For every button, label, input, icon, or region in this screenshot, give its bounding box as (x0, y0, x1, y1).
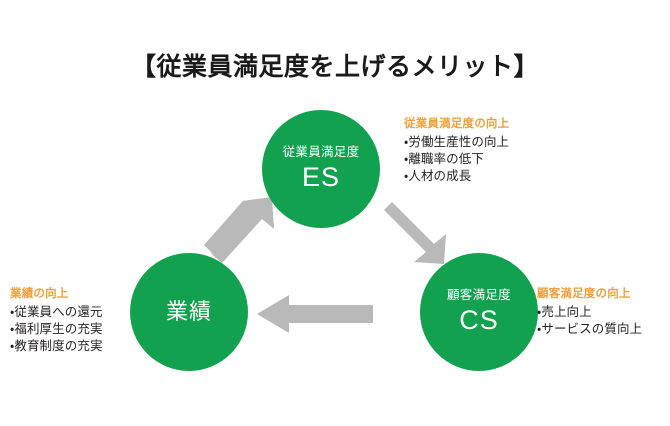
callout-es-item-1: ・離職率の低下 (404, 152, 484, 167)
page-title: 【従業員満足度を上げるメリット】 (130, 53, 539, 81)
callout-gyoseki-heading: 業績の向上 (10, 288, 69, 300)
node-employee-satisfaction[interactable]: 従業員満足度 ES (262, 110, 380, 228)
callout-employee-satisfaction: 従業員満足度の向上 ・労働生産性の向上 ・離職率の低下 ・人材の成長 (404, 117, 509, 186)
callout-gyoseki-item-1: ・福利厚生の充実 (10, 322, 103, 337)
arrow-down-right-icon (372, 198, 452, 268)
arrow-left-icon (255, 293, 375, 335)
node-es-label: 従業員満足度 (282, 145, 360, 160)
node-customer-satisfaction[interactable]: 顧客満足度 CS (420, 253, 538, 371)
callout-cs-item-1: ・サービスの質向上 (537, 322, 643, 337)
node-business-performance[interactable]: 業績 (130, 253, 248, 371)
node-cs-code: CS (459, 304, 499, 335)
callout-es-item-0: ・労働生産性の向上 (404, 134, 510, 149)
callout-cs-heading: 顧客満足度の向上 (537, 288, 631, 300)
callout-es-item-2: ・人材の成長 (404, 169, 472, 184)
callout-business-performance: 業績の向上 ・従業員への還元 ・福利厚生の充実 ・教育制度の充実 (10, 287, 103, 356)
callout-es-heading: 従業員満足度の向上 (404, 118, 510, 130)
callout-gyoseki-item-0: ・従業員への還元 (10, 304, 103, 319)
callout-cs-item-0: ・売上向上 (537, 304, 592, 319)
callout-gyoseki-item-2: ・教育制度の充実 (10, 339, 103, 354)
arrow-up-right-icon (200, 195, 280, 267)
node-cs-label: 顧客満足度 (446, 288, 511, 303)
node-gyoseki-label: 業績 (165, 299, 212, 325)
callout-customer-satisfaction: 顧客満足度の向上 ・売上向上 ・サービスの質向上 (537, 287, 642, 338)
node-es-code: ES (301, 161, 341, 192)
